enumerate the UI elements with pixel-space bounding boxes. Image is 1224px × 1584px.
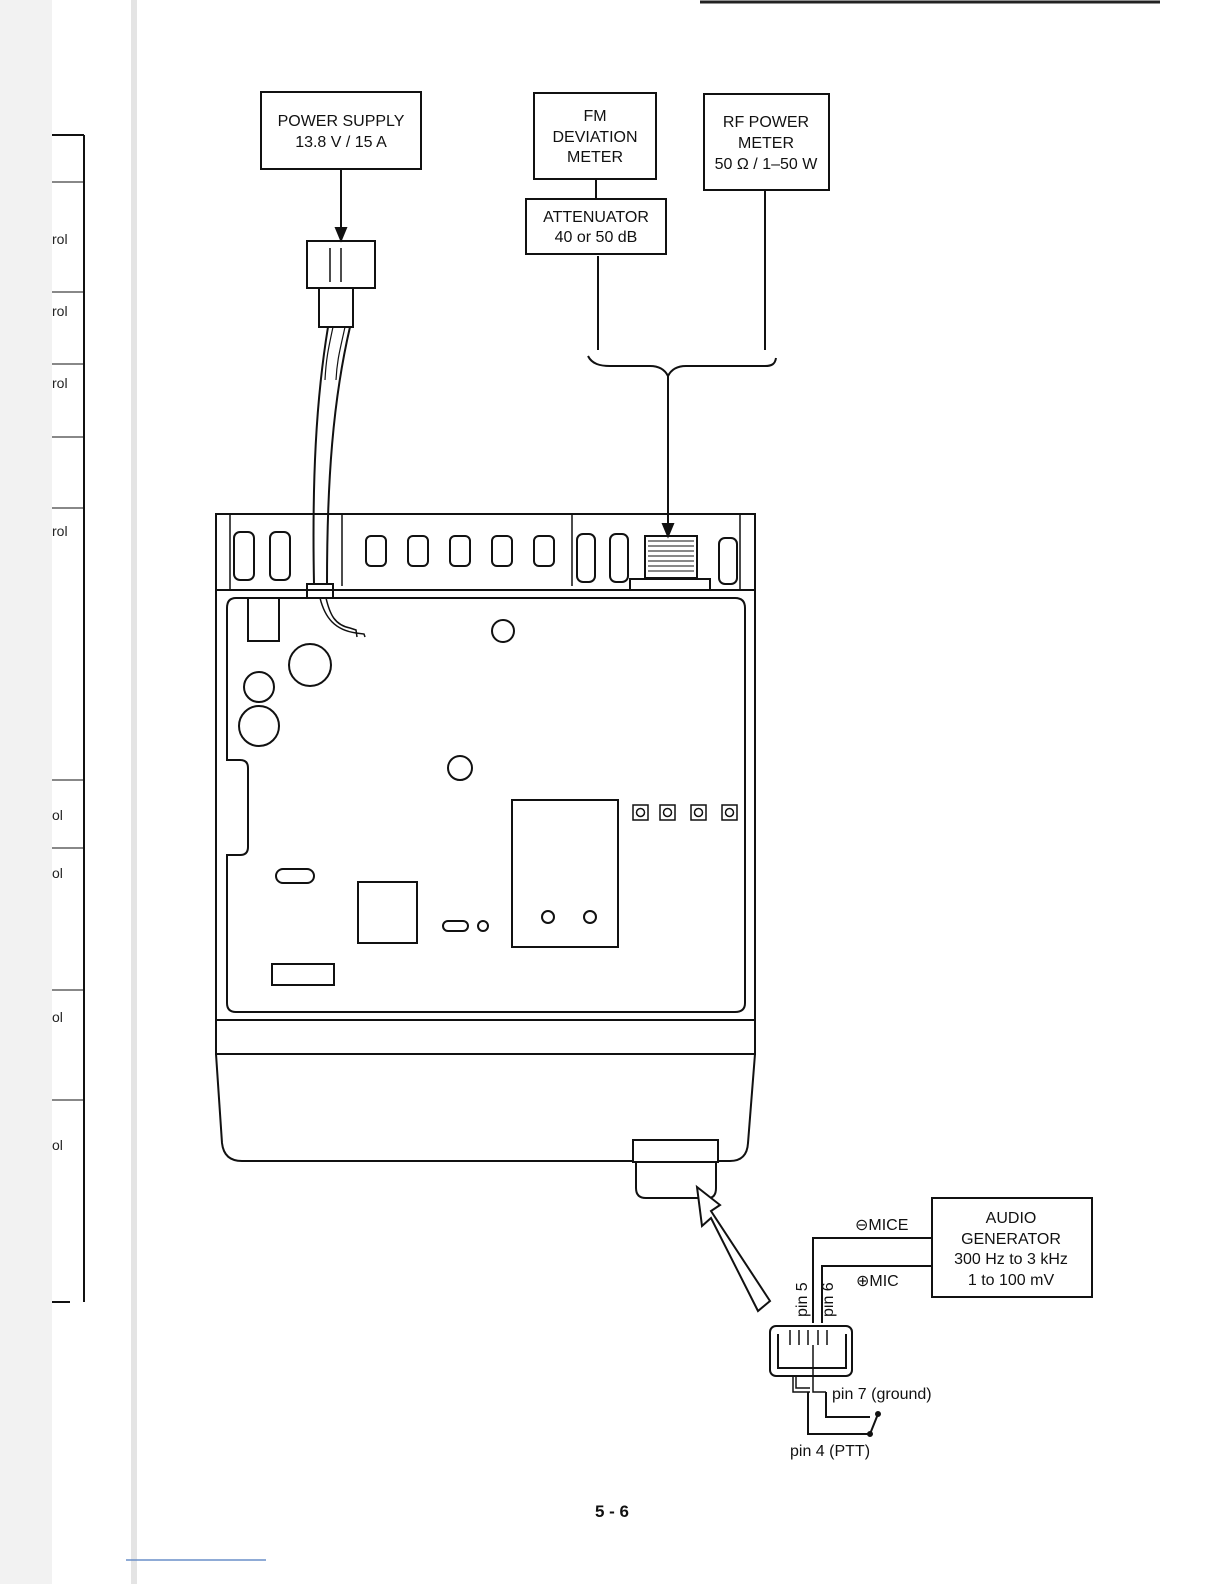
fm-meter-line: FM [583, 108, 606, 125]
rf-power-meter-box: RF POWER METER 50 Ω / 1–50 W [704, 94, 829, 190]
side-table-fragment: ol [52, 865, 63, 881]
mice-label: ⊖MICE [855, 1217, 908, 1234]
fm-deviation-meter-box: FM DEVIATION METER [534, 93, 656, 179]
power-supply-rating: 13.8 V / 15 A [295, 134, 387, 151]
pin5-label: pin 5 [794, 1282, 811, 1317]
side-table-fragment: rol [52, 375, 68, 391]
rf-meter-line: RF POWER [723, 114, 809, 131]
attenuator-value: 40 or 50 dB [555, 229, 638, 246]
page-left-shadow [0, 0, 52, 1584]
power-cable [307, 169, 375, 637]
radio-unit [216, 514, 755, 1198]
pin7-label: pin 7 (ground) [832, 1386, 932, 1403]
page-number: 5 - 6 [0, 1502, 1224, 1522]
side-table-fragment: ol [52, 807, 63, 823]
mic-plug [770, 1238, 932, 1436]
mic-plug-arrow [697, 1187, 770, 1311]
pin6-label: pin 6 [820, 1282, 837, 1317]
rf-meter-line: 50 Ω / 1–50 W [715, 156, 819, 173]
audio-gen-line: AUDIO [986, 1210, 1037, 1227]
side-table-fragment: rol [52, 523, 68, 539]
rf-meter-line: METER [738, 135, 794, 152]
side-table-fragment: ol [52, 1137, 63, 1153]
power-supply-box: POWER SUPPLY 13.8 V / 15 A [261, 92, 421, 169]
fm-meter-line: METER [567, 149, 623, 166]
attenuator-box: ATTENUATOR 40 or 50 dB [526, 199, 666, 254]
mic-label: ⊕MIC [856, 1273, 899, 1290]
pin4-label: pin 4 (PTT) [790, 1443, 870, 1460]
fm-meter-line: DEVIATION [552, 129, 637, 146]
audio-gen-line: 1 to 100 mV [968, 1272, 1055, 1289]
attenuator-title: ATTENUATOR [543, 209, 649, 226]
power-supply-title: POWER SUPPLY [278, 113, 405, 130]
audio-gen-line: GENERATOR [961, 1231, 1061, 1248]
audio-gen-line: 300 Hz to 3 kHz [954, 1251, 1068, 1268]
side-table-fragment: rol [52, 231, 68, 247]
audio-generator-box: AUDIO GENERATOR 300 Hz to 3 kHz 1 to 100… [932, 1198, 1092, 1297]
side-table-fragment: ol [52, 1009, 63, 1025]
side-table-fragment: rol [52, 303, 68, 319]
